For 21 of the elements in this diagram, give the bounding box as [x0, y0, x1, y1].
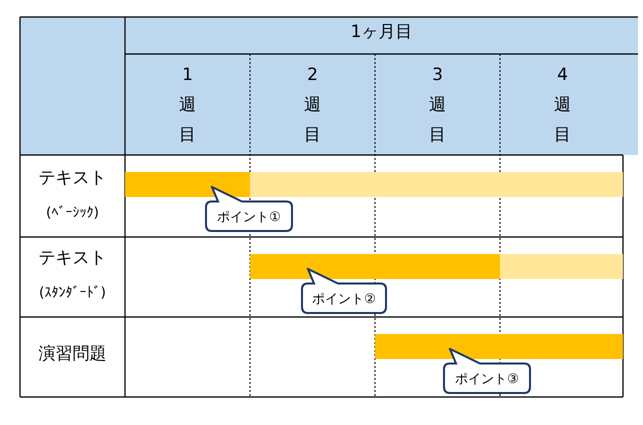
row-header: テキスト	[38, 168, 106, 188]
row-header: 演習問題	[38, 344, 106, 364]
callout-text: ポイント①	[216, 209, 282, 226]
callout-bubble	[443, 348, 531, 394]
month-header: 1ヶ月目	[350, 22, 412, 42]
callout-bubble	[205, 186, 293, 232]
callout-text: ポイント③	[454, 371, 520, 388]
row-header: (ﾍﾞｰｼｯｸ)	[46, 205, 99, 222]
callout-bubble	[301, 268, 387, 314]
schedule-bar	[250, 254, 500, 279]
week-header: 2週目	[303, 64, 322, 147]
schedule-bar	[125, 172, 250, 197]
week-header: 4週目	[553, 64, 572, 147]
callout-text: ポイント②	[311, 291, 377, 308]
row-header: テキスト	[38, 248, 106, 268]
schedule-bar	[250, 172, 623, 197]
week-header: 3週目	[428, 64, 447, 147]
schedule-bar	[375, 334, 623, 359]
schedule-bar	[500, 254, 623, 279]
row-header: (ｽﾀﾝﾀﾞｰﾄﾞ)	[39, 285, 106, 302]
week-header: 1週目	[178, 64, 197, 147]
